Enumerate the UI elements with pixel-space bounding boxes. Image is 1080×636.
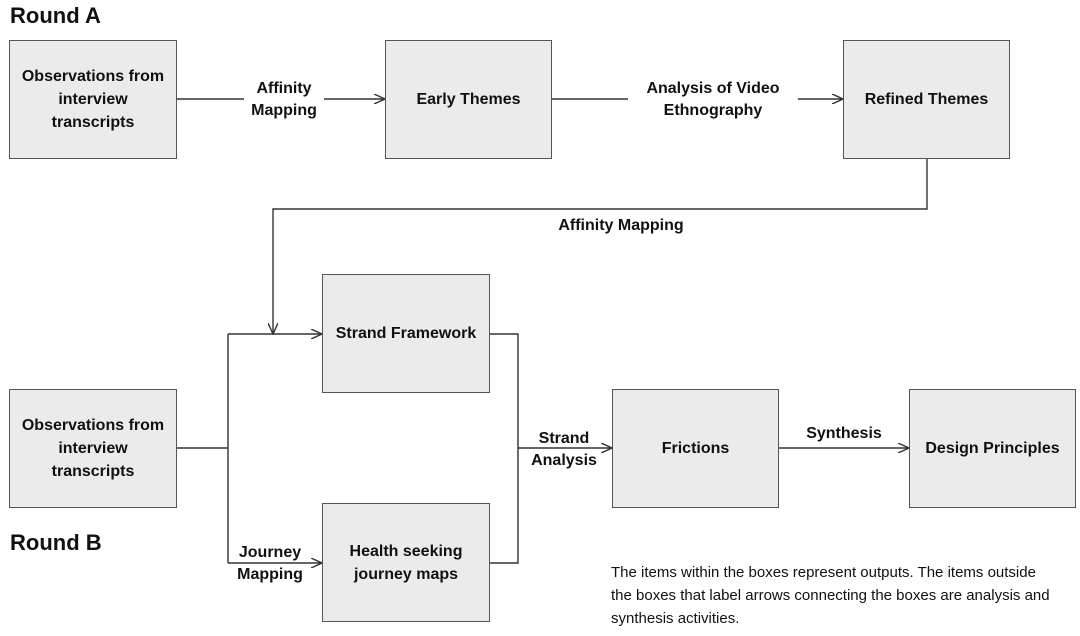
box-observations-round-a: Observations from interview transcripts (9, 40, 177, 159)
box-observations-round-b: Observations from interview transcripts (9, 389, 177, 508)
arrow-refined-themes-to-strand-framework (273, 159, 928, 334)
box-early-themes: Early Themes (385, 40, 552, 159)
label-strand-analysis: Strand Analysis (531, 430, 597, 469)
box-design-principles: Design Principles (909, 389, 1076, 508)
box-strand-framework: Strand Framework (322, 274, 490, 393)
label-synthesis: Synthesis (806, 425, 882, 442)
round-b-title: Round B (10, 530, 102, 555)
round-a-title: Round A (10, 3, 101, 28)
label-affinity-mapping-1: Affinity Mapping (244, 78, 324, 122)
box-health-seeking-journey-maps: Health seeking journey maps (322, 503, 490, 622)
box-refined-themes: Refined Themes (843, 40, 1010, 159)
box-frictions: Frictions (612, 389, 779, 508)
legend-note: The items within the boxes represent out… (611, 564, 1050, 627)
label-analysis-of-video-ethnography: Analysis of Video Ethnography (628, 78, 798, 122)
line-strand-framework-out (490, 333, 519, 564)
label-affinity-mapping-2: Affinity Mapping (546, 215, 696, 237)
label-journey-mapping: Journey Mapping (237, 544, 303, 583)
